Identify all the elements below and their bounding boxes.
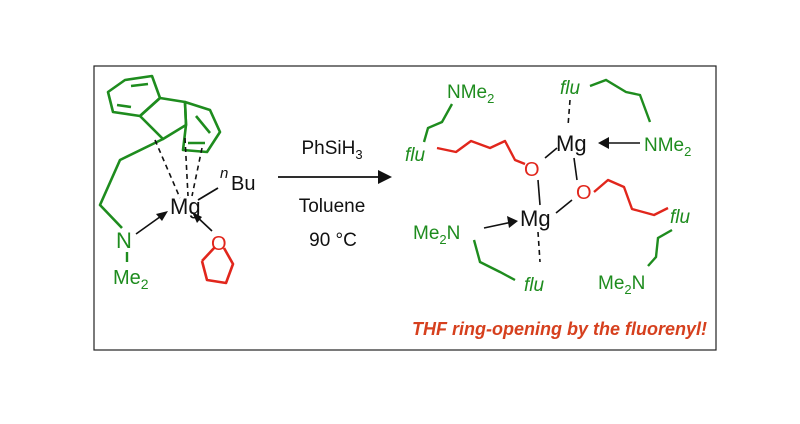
reaction-conditions: PhSiH3 Toluene 90 °C xyxy=(278,138,392,251)
flu-bottom: flu xyxy=(524,275,545,296)
core-bond-4 xyxy=(555,199,573,214)
product-nme2-topleft: NMe2 xyxy=(447,82,494,106)
alkyl-prefix: n xyxy=(220,165,228,182)
chain-topleft xyxy=(422,103,454,143)
core-bond-2 xyxy=(573,157,578,181)
reactant-structure: Mg n Bu N Me2 O xyxy=(98,74,255,292)
caption: THF ring-opening by the fluorenyl! xyxy=(412,319,707,339)
oxygen-right: O xyxy=(576,182,592,204)
reaction-arrow-head xyxy=(378,170,392,184)
oxygen-left: O xyxy=(524,159,540,181)
core-bond-3 xyxy=(537,179,541,206)
thf-oxygen-label: O xyxy=(211,233,227,255)
core-bond-1 xyxy=(544,147,558,159)
reactant-n-label: N xyxy=(116,228,132,253)
mg-lower: Mg xyxy=(520,206,551,231)
hapto-bonds xyxy=(154,137,203,199)
chain-bottomleft xyxy=(472,239,516,282)
mg-upper: Mg xyxy=(556,131,587,156)
mg-bu-bond xyxy=(197,187,219,201)
hapto-top xyxy=(567,99,571,127)
butoxy-chain-left xyxy=(436,139,526,166)
product-me2n-bottomright: Me2N xyxy=(598,273,645,297)
reactant-amine-me: Me2 xyxy=(113,267,149,292)
reagent-label: PhSiH3 xyxy=(301,138,362,162)
n-to-mg-lower-arrowhead xyxy=(507,216,518,228)
flu-right: flu xyxy=(670,207,691,228)
n-to-mg-lower-bond xyxy=(483,221,513,229)
o-to-mg-arrowhead xyxy=(192,212,202,223)
product-nme2-right: NMe2 xyxy=(644,135,691,159)
scheme-frame xyxy=(93,65,717,351)
fluorenyl-ring-system xyxy=(98,74,222,229)
flu-top: flu xyxy=(560,78,581,99)
temperature-label: 90 °C xyxy=(309,230,357,251)
flu-left: flu xyxy=(405,145,426,166)
n-to-mg-arrowhead xyxy=(156,211,168,221)
thf-ring xyxy=(200,246,235,285)
chain-bottomright xyxy=(647,228,673,267)
product-me2n-left: Me2N xyxy=(413,223,460,247)
solvent-label: Toluene xyxy=(299,196,366,217)
butoxy-chain-right xyxy=(593,178,669,217)
alkyl-label: Bu xyxy=(231,173,255,195)
n-to-mg-upper-arrowhead xyxy=(598,137,609,149)
product-structure: NMe2 flu O flu NMe2 Mg O flu Me2N Mg Me2… xyxy=(405,78,691,297)
chain-topright xyxy=(589,78,652,123)
